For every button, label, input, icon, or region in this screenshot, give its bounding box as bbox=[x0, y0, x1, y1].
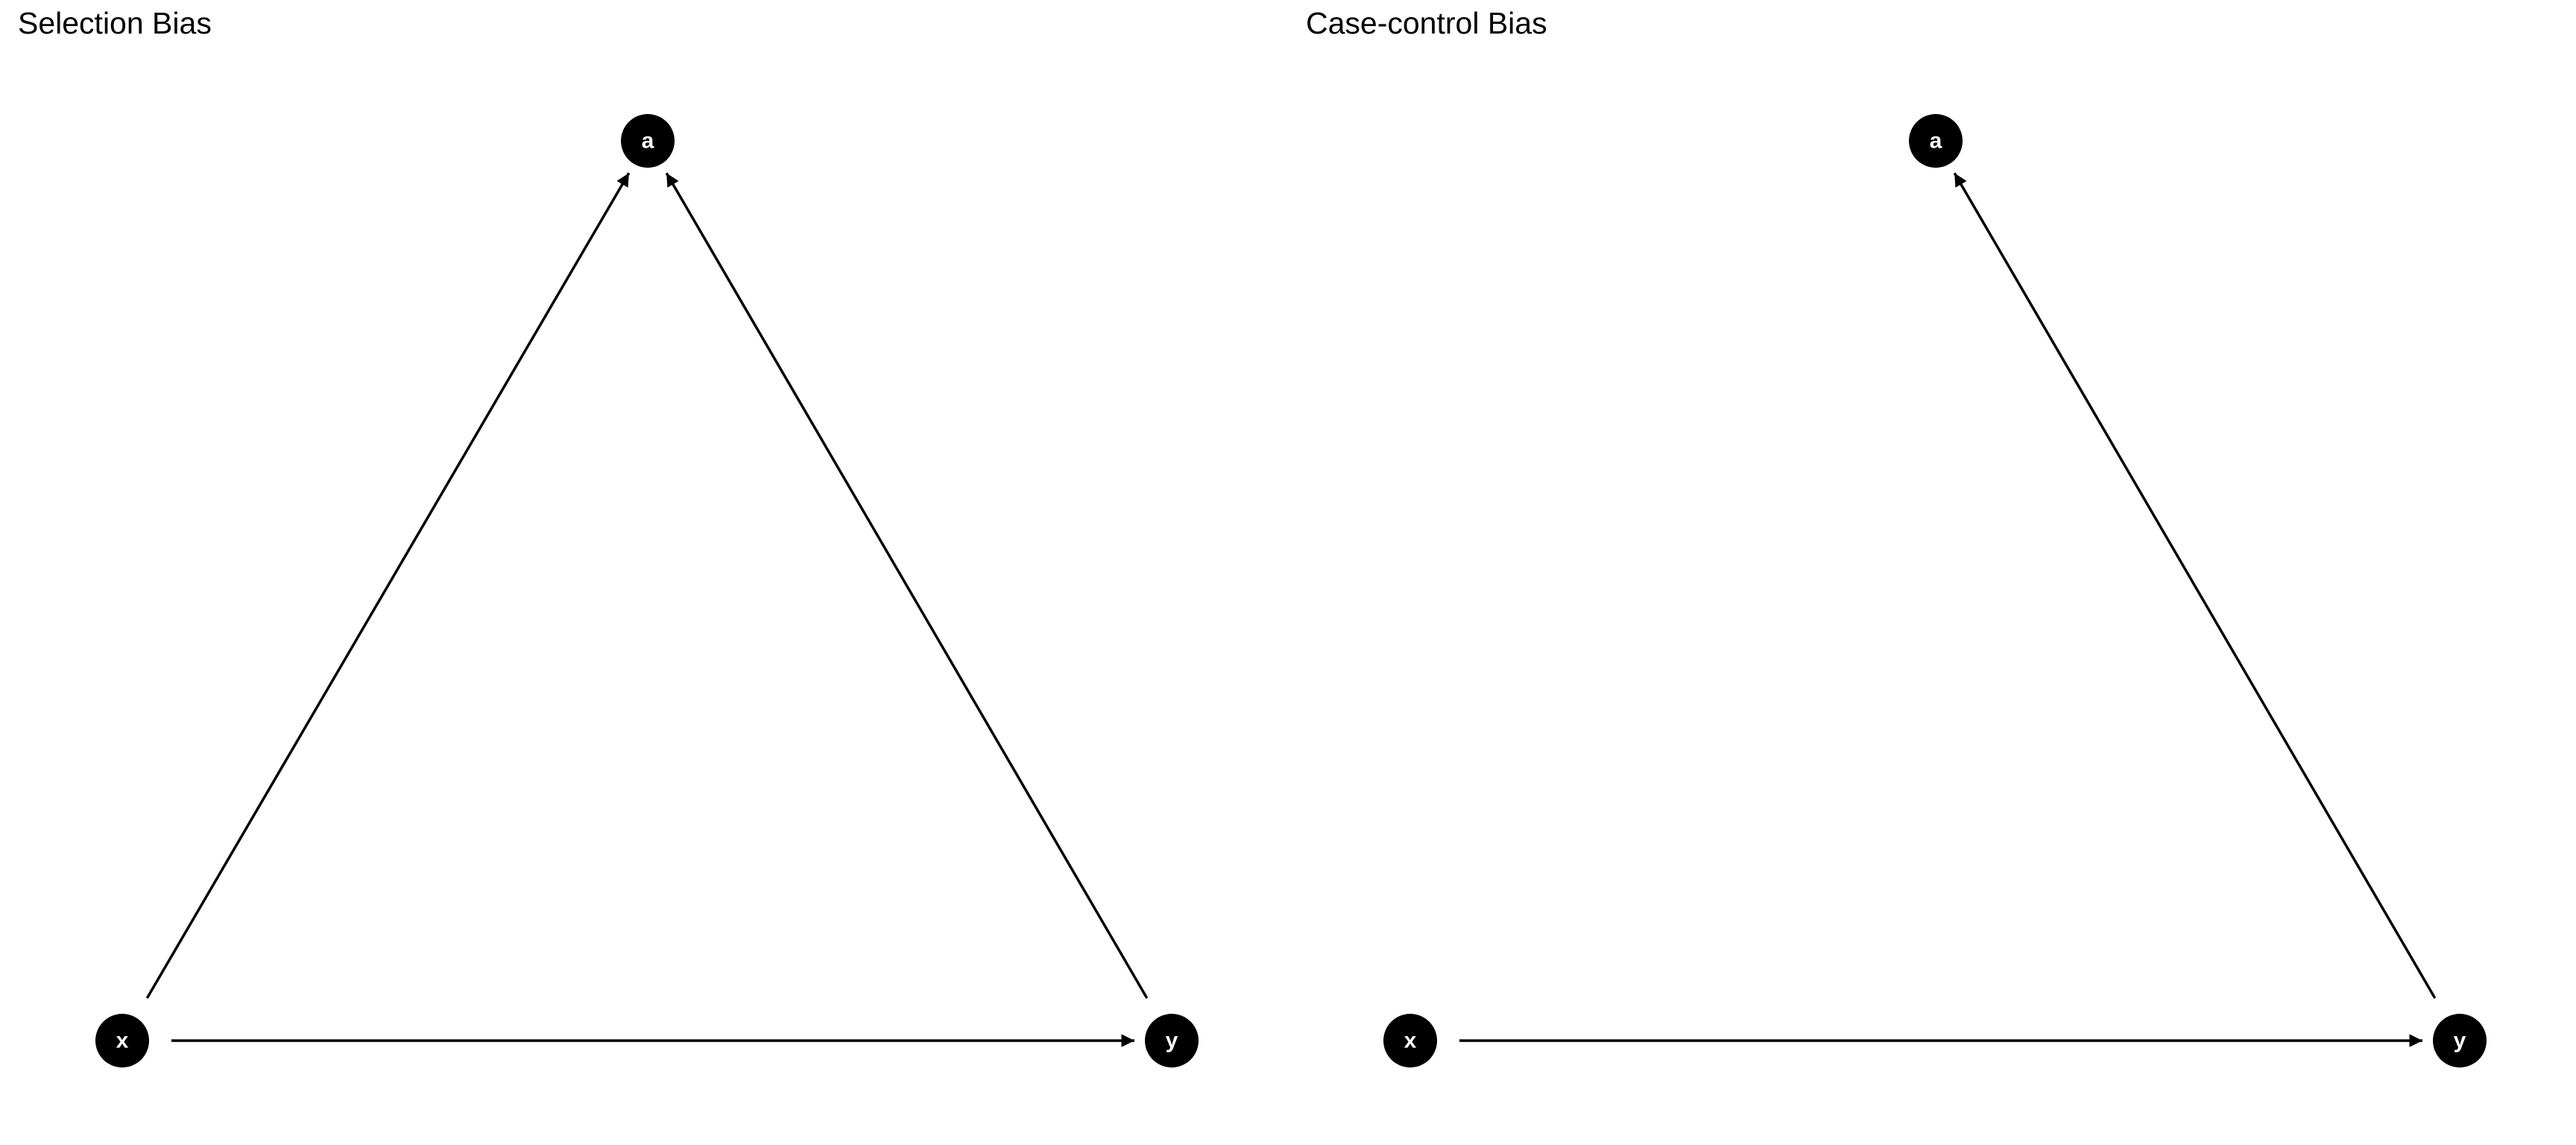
node-x: x bbox=[1383, 1014, 1437, 1067]
node-circle bbox=[2433, 1014, 2487, 1067]
node-circle bbox=[621, 114, 675, 168]
node-label: y bbox=[2454, 1029, 2466, 1053]
node-circle bbox=[1909, 114, 1963, 168]
edge-y-to-a bbox=[665, 172, 1149, 999]
node-label: x bbox=[1404, 1029, 1417, 1053]
panel-title: Case-control Bias bbox=[1306, 6, 1547, 40]
edge-y-to-a bbox=[1953, 172, 2437, 999]
panel-selection-bias: Selection Bias a x y bbox=[18, 6, 1199, 1067]
node-x: x bbox=[95, 1014, 149, 1067]
node-y: y bbox=[1145, 1014, 1199, 1067]
node-circle bbox=[1383, 1014, 1437, 1067]
node-label: a bbox=[642, 129, 654, 154]
dag-diagram: a x y bbox=[1383, 114, 2487, 1067]
panel-case-control-bias: Case-control Bias a x y bbox=[1288, 0, 2576, 1145]
edge-x-to-a bbox=[145, 172, 631, 999]
node-circle bbox=[95, 1014, 149, 1067]
node-a: a bbox=[621, 114, 675, 168]
node-circle bbox=[1145, 1014, 1199, 1067]
node-label: y bbox=[1166, 1029, 1178, 1053]
node-y: y bbox=[2433, 1014, 2487, 1067]
node-label: a bbox=[1930, 129, 1942, 154]
node-a: a bbox=[1909, 114, 1963, 168]
panel-title: Selection Bias bbox=[18, 6, 212, 40]
node-label: x bbox=[116, 1029, 129, 1053]
dag-diagram: a x y bbox=[95, 114, 1199, 1067]
